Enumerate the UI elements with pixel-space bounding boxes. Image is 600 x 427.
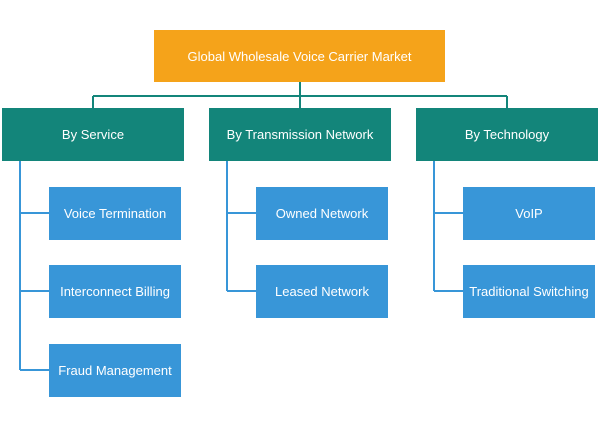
category-by-service: By Service [2, 108, 184, 161]
category-by-technology: By Technology [416, 108, 598, 161]
leaf-label: VoIP [515, 206, 543, 221]
category-by-transmission-network: By Transmission Network [209, 108, 391, 161]
leaf-label: Traditional Switching [469, 284, 589, 299]
category-label: By Service [61, 127, 125, 142]
leaf-label: Fraud Management [58, 363, 172, 378]
leaf-voice-termination: Voice Termination [49, 187, 181, 240]
leaf-voip: VoIP [463, 187, 595, 240]
leaf-label: Voice Termination [63, 206, 167, 221]
category-label: By Transmission Network [226, 127, 374, 142]
leaf-traditional-switching: Traditional Switching [463, 265, 595, 318]
leaf-owned-network: Owned Network [256, 187, 388, 240]
leaf-label: Interconnect Billing [60, 284, 170, 299]
root-node: Global Wholesale Voice Carrier Market [154, 30, 445, 82]
root-node-label: Global Wholesale Voice Carrier Market [187, 48, 412, 64]
leaf-interconnect-billing: Interconnect Billing [49, 265, 181, 318]
leaf-fraud-management: Fraud Management [49, 344, 181, 397]
leaf-label: Owned Network [275, 206, 369, 221]
leaf-leased-network: Leased Network [256, 265, 388, 318]
leaf-label: Leased Network [275, 284, 369, 299]
category-label: By Technology [464, 127, 550, 142]
